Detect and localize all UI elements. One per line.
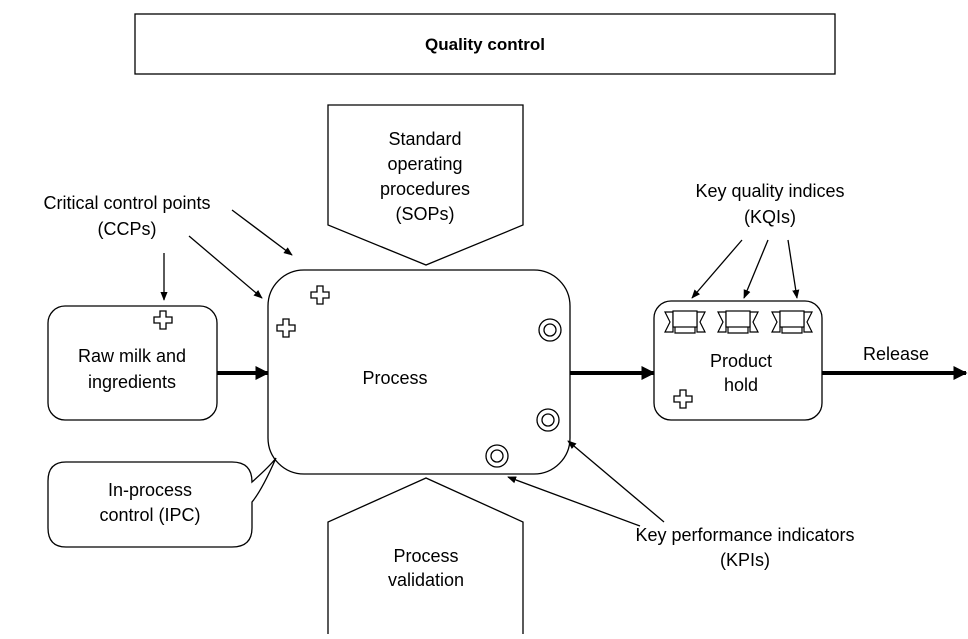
sop-label-line-4: (SOPs) [395,204,454,224]
process-validation-label-line-1: Process [393,546,458,566]
sop-pentagon: Standard operating procedures (SOPs) [327,104,524,266]
kpi-label-line-2: (KPIs) [720,550,770,570]
ipc-label-line-1: In-process [108,480,192,500]
quality-control-header: Quality control [134,13,836,75]
kpi-arrow-2 [507,476,641,527]
process-validation-pentagon: Process validation [327,477,524,639]
product-hold-box: Product hold [653,300,823,421]
kpi-annotation: Key performance indicators (KPIs) [507,440,855,570]
ipc-callout: In-process control (IPC) [47,457,277,548]
product-hold-label-line-1: Product [710,351,772,371]
raw-milk-label-line-1: Raw milk and [78,346,186,366]
kqi-annotation: Key quality indices (KQIs) [691,181,845,299]
release-label: Release [863,344,929,364]
kpi-icon [485,444,509,468]
kpi-icon [536,408,560,432]
raw-milk-box: Raw milk and ingredients [47,305,218,421]
ccp-arrow-process-top [231,209,293,256]
kqi-label-line-2: (KQIs) [744,207,796,227]
product-hold-label-line-2: hold [724,375,758,395]
sop-label-line-1: Standard [388,129,461,149]
ccp-annotation: Critical control points (CCPs) [43,193,293,301]
ipc-label-line-2: control (IPC) [99,505,200,525]
kqi-label-line-1: Key quality indices [695,181,844,201]
sop-label-line-2: operating [387,154,462,174]
kpi-label-line-1: Key performance indicators [635,525,854,545]
process-label: Process [362,368,427,388]
ccp-arrow-process-left [188,235,263,299]
quality-control-title: Quality control [425,35,545,54]
raw-milk-label-line-2: ingredients [88,372,176,392]
sop-label-line-3: procedures [380,179,470,199]
process-validation-label-line-2: validation [388,570,464,590]
ccp-label-line-1: Critical control points [43,193,210,213]
kqi-arrow-3 [787,239,800,299]
process-box: Process [267,269,571,475]
kpi-arrow-1 [567,440,665,523]
kpi-icon [538,318,562,342]
ccp-label-line-2: (CCPs) [98,219,157,239]
kqi-arrow-1 [691,239,743,299]
kqi-arrow-2 [743,239,769,299]
